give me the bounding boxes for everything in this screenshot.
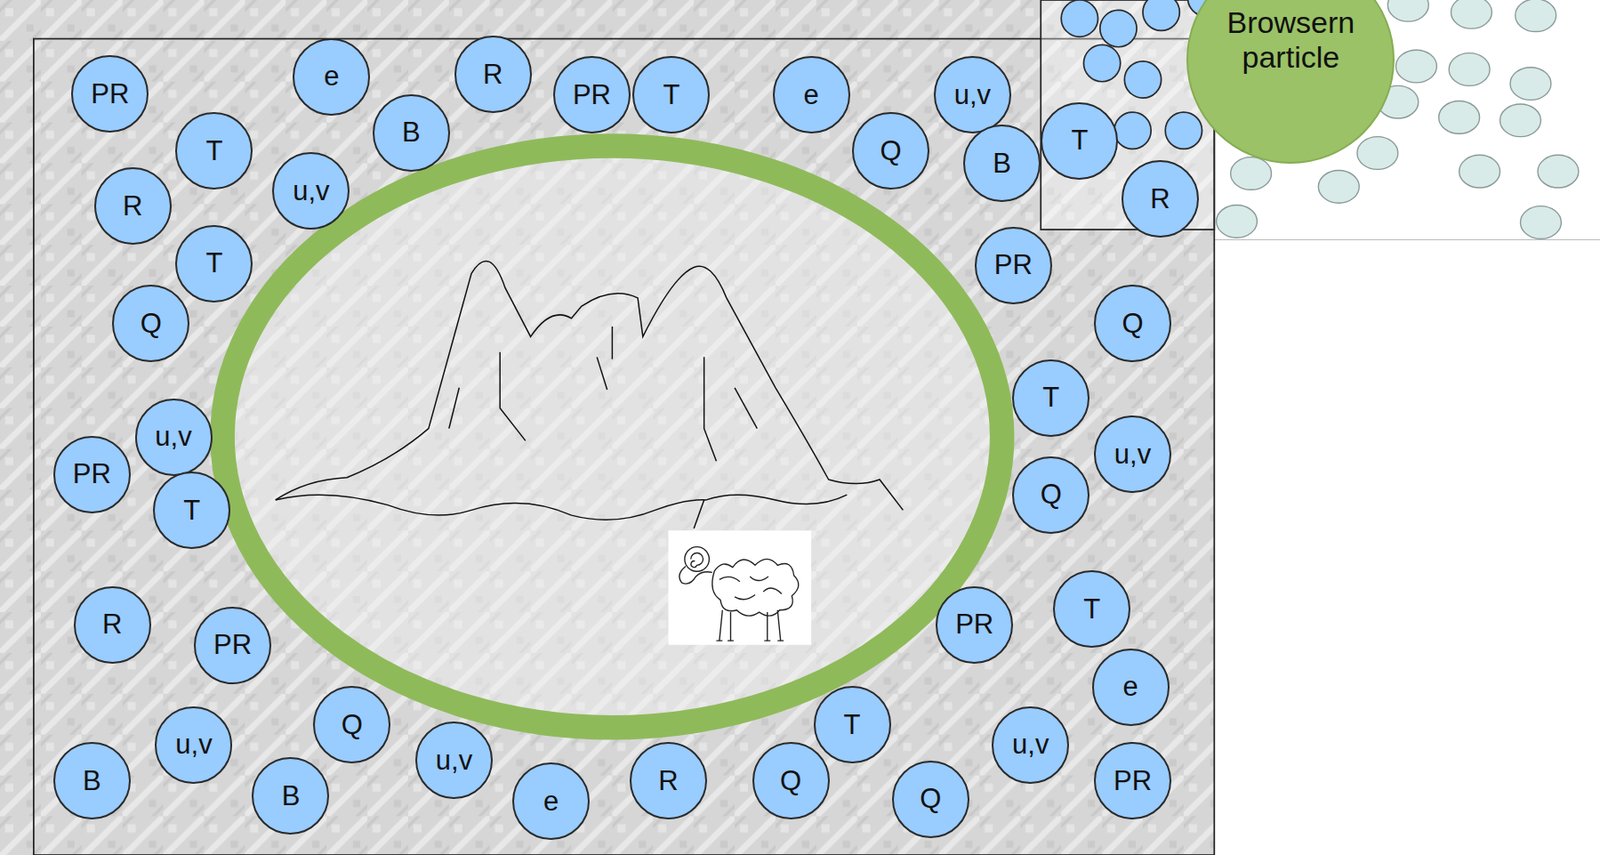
molecule-label: R [102,609,122,640]
molecule-circle: R [629,741,708,820]
molecule-label: T [844,709,861,740]
molecule-circle: T [175,225,253,303]
molecule-label: B [281,780,301,812]
molecule-circle: e [1092,648,1170,726]
molecule-circle: B [963,124,1041,202]
molecule-circle: B [372,94,451,172]
molecule-circle: PR [553,56,631,134]
molecule-label: Q [341,709,363,740]
molecule-label: u,v [1114,439,1151,470]
molecule-circle: u,v [415,721,493,799]
molecule-circle: B [53,741,131,820]
molecule-label: Q [140,308,162,339]
molecule-label: Q [919,783,941,814]
molecule-label: T [205,136,223,167]
sheep [667,530,812,644]
molecule-label: e [1123,671,1139,702]
molecule-circle: e [292,38,370,116]
molecule-label: T [1070,125,1088,156]
molecule-label: T [183,495,201,526]
molecule-circle: u,v [272,152,350,230]
molecule-circle: T [1040,102,1118,180]
molecule-circle: Q [752,741,830,820]
molecule-label: PR [955,609,994,640]
molecule-circle: Q [313,685,391,764]
particle-label: Browsern particle [1214,5,1367,75]
molecule-circle: R [454,35,532,113]
molecule-label: PR [572,80,612,111]
molecule-label: R [1149,184,1170,215]
molecule-label: PR [213,629,252,660]
molecule-circle: PR [71,55,149,133]
molecule-circle: R [1121,160,1199,238]
molecule-label: R [122,191,143,222]
molecule-label: e [803,80,819,111]
molecule-label: e [543,786,559,817]
molecule-circle: Q [852,112,930,190]
molecule-label: B [82,765,102,796]
molecule-label: u,v [954,80,991,111]
molecule-circle: e [512,762,590,840]
molecule-label: R [658,765,678,796]
molecule-circle: Q [892,760,970,838]
molecule-label: PR [994,249,1033,281]
molecule-label: R [482,59,503,90]
molecule-label: PR [1113,765,1152,796]
molecule-circle: B [251,756,330,835]
molecule-circle: T [632,56,710,134]
molecule-circle: u,v [135,398,213,476]
molecule-label: PR [90,79,129,110]
molecule-label: u,v [292,176,330,207]
molecule-circle: u,v [933,56,1012,134]
molecule-label: B [992,148,1012,179]
mountains [275,260,904,529]
molecule-label: u,v [435,745,473,776]
molecule-circle: T [175,112,253,190]
molecule-circle: u,v [154,706,233,784]
molecule-circle: u,v [1093,415,1172,493]
molecule-circle: T [1012,359,1090,437]
molecule-circle: u,v [991,706,1070,784]
molecule-label: B [402,117,421,148]
molecule-circle: Q [1093,284,1172,362]
molecule-circle: PR [974,226,1053,305]
molecule-circle: PR [1093,741,1172,820]
molecule-label: Q [880,136,902,167]
green-ellipse [222,145,1003,728]
molecule-label: Q [779,765,802,796]
molecule-circle: e [772,56,851,134]
molecule-circle: R [73,586,152,664]
brownian-particle: Browsern particle [1186,0,1395,164]
molecule-circle: T [152,471,231,549]
molecule-label: e [323,61,339,92]
molecule-circle: Q [1012,456,1090,534]
molecule-label: Q [1040,479,1062,510]
molecule-circle: R [94,167,172,245]
frame [33,39,1215,855]
molecule-circle: PR [935,586,1014,664]
molecule-label: u,v [175,729,212,760]
molecule-circle: T [813,685,892,764]
molecule-label: T [662,80,680,111]
molecule-label: PR [72,458,112,490]
molecule-circle: T [1053,570,1131,648]
molecule-label: u,v [154,421,192,452]
molecule-label: T [205,248,223,279]
molecule-label: u,v [1012,729,1049,760]
molecule-label: T [1042,382,1060,413]
molecule-circle: PR [53,435,131,514]
molecule-label: Q [1121,308,1143,339]
molecule-label: T [1083,594,1101,625]
grey-ground [0,0,1215,855]
molecule-circle: Q [112,284,190,362]
molecule-circle: PR [193,606,272,684]
